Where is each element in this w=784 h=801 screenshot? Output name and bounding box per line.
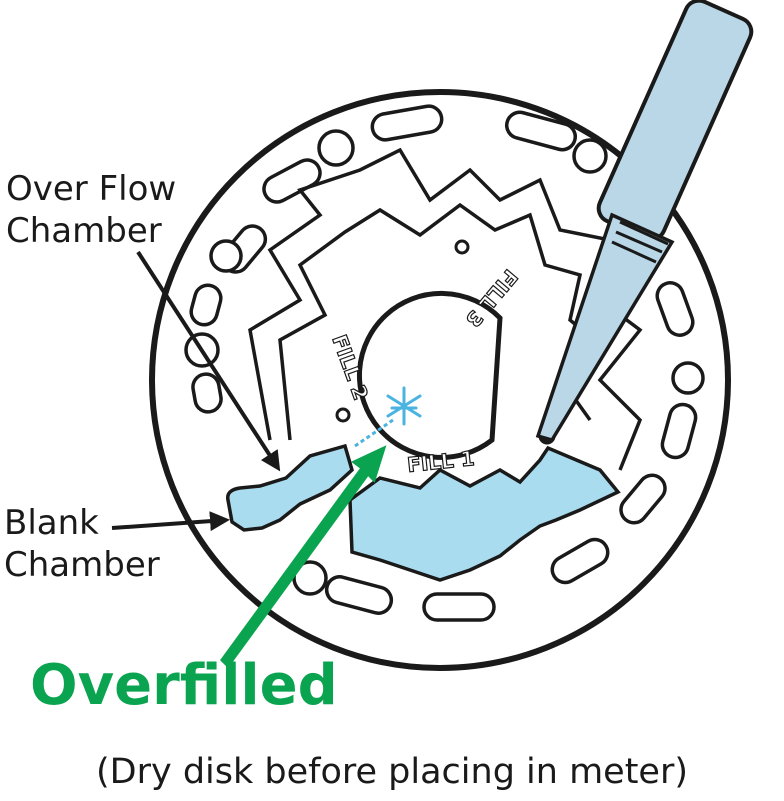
blank-arrow [111, 511, 230, 532]
overflow-chamber-label: Over Flow Chamber [6, 168, 176, 252]
sample-liquid [226, 443, 621, 582]
cuvette-ring [184, 104, 705, 622]
splash-icon [386, 386, 422, 426]
caption: (Dry disk before placing in meter) [95, 752, 688, 792]
blank-label-line1: Blank [4, 503, 99, 543]
splash-trail [354, 418, 394, 448]
overflow-label-line1: Over Flow [6, 169, 177, 209]
blank-chamber-label: Blank Chamber [4, 502, 160, 586]
center-hole [356, 290, 503, 460]
overfilled-arrow [220, 445, 387, 669]
overflow-label-line2: Chamber [6, 211, 162, 251]
blank-label-line2: Chamber [4, 545, 160, 585]
overfilled-label: Overfilled [30, 653, 338, 718]
pipette [535, 0, 754, 443]
overflow-arrow [136, 250, 281, 472]
